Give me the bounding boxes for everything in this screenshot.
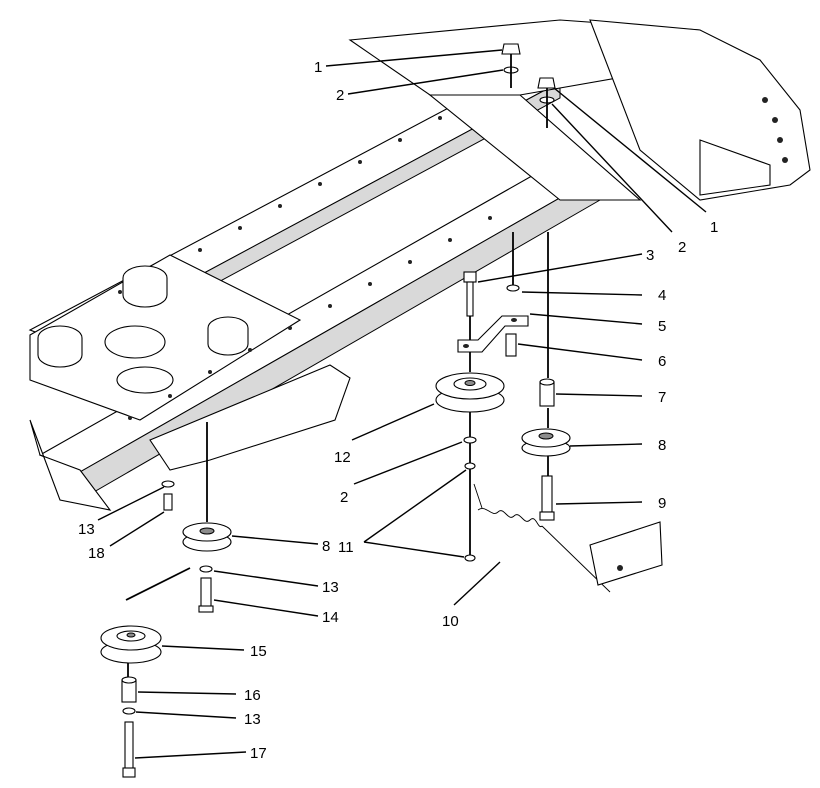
callout-2-top: 2 xyxy=(336,87,344,104)
pulley-15 xyxy=(100,625,162,664)
bracket-5 xyxy=(457,315,529,353)
deck-mounts xyxy=(37,265,249,394)
bolt-9 xyxy=(539,475,555,521)
callout-12: 12 xyxy=(334,449,351,466)
bolt-14 xyxy=(198,577,214,613)
top-bolt-left xyxy=(501,43,521,88)
callout-14: 14 xyxy=(322,609,339,626)
callout-3: 3 xyxy=(646,247,654,264)
callout-8-right: 8 xyxy=(658,437,666,454)
callout-labels: 1 2 1 2 3 4 5 6 7 8 9 12 2 11 10 13 18 8… xyxy=(78,59,718,762)
callout-17: 17 xyxy=(250,745,267,762)
stud-6 xyxy=(505,333,517,357)
callout-13-upper: 13 xyxy=(78,521,95,538)
callout-15: 15 xyxy=(250,643,267,660)
callout-4: 4 xyxy=(658,287,666,304)
callout-8-left: 8 xyxy=(322,538,330,555)
callout-16: 16 xyxy=(244,687,261,704)
washer-2-lower xyxy=(463,436,477,444)
bolt-18 xyxy=(163,493,173,511)
callout-13-mid: 13 xyxy=(322,579,339,596)
callout-2-right: 2 xyxy=(678,239,686,256)
leader-lines xyxy=(97,49,707,759)
callout-13-lower: 13 xyxy=(244,711,261,728)
callout-1-top: 1 xyxy=(314,59,322,76)
callout-9: 9 xyxy=(658,495,666,512)
callout-10: 10 xyxy=(442,613,459,630)
idler-pulley-8-right xyxy=(521,428,571,457)
callout-18: 18 xyxy=(88,545,105,562)
washer-4 xyxy=(506,284,520,292)
callout-6: 6 xyxy=(658,353,666,370)
spring-bracket xyxy=(589,521,663,586)
callout-1-right: 1 xyxy=(710,219,718,236)
callout-2-lower: 2 xyxy=(340,489,348,506)
nut-11-lower xyxy=(464,554,476,562)
nut-11-upper xyxy=(464,462,476,470)
spacer-16 xyxy=(121,676,137,703)
mower-frame xyxy=(28,19,811,511)
bolt-3 xyxy=(463,271,477,317)
washer-13-lower xyxy=(122,707,136,715)
pulley-12 xyxy=(435,372,505,413)
bolt-17 xyxy=(122,721,136,778)
spacer-7 xyxy=(539,378,555,407)
frame-holes xyxy=(118,97,788,420)
callout-5: 5 xyxy=(658,318,666,335)
washer-13-upper xyxy=(161,480,175,488)
callout-7: 7 xyxy=(658,389,666,406)
washer-13-mid xyxy=(199,565,213,573)
idler-pulley-8-left xyxy=(182,522,232,552)
callout-11: 11 xyxy=(338,539,354,556)
